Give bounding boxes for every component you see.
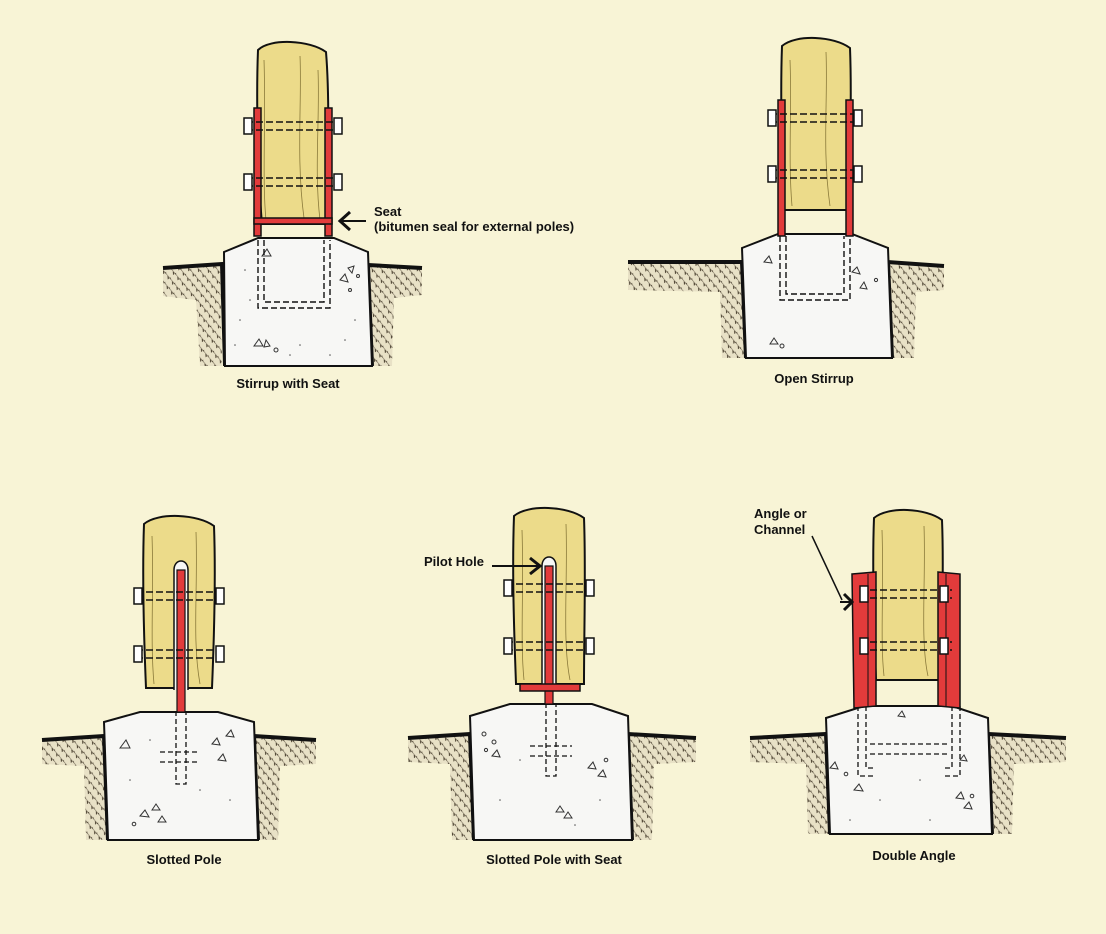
concrete-speckle [129, 739, 231, 801]
aggregate [253, 248, 360, 353]
steel-stirrup-left [777, 99, 786, 237]
aggregate [481, 731, 609, 819]
caption: Slotted Pole [146, 852, 221, 867]
embedded-stirrup [257, 240, 331, 309]
concrete-footing [824, 705, 994, 835]
concrete-speckle [849, 779, 931, 821]
steel-stirrup-right [845, 99, 854, 237]
angle-annotation: Angle or Channel [754, 506, 855, 612]
diagram-slotted-pole-with-seat: Pilot Hole Slotted Pole with Seat [407, 506, 697, 867]
seat-annotation: Seat (bitumen seal for external poles) [337, 204, 574, 234]
caption: Slotted Pole with Seat [486, 852, 622, 867]
diagram-open-stirrup: Open Stirrup [628, 36, 945, 386]
steel-angle-right [937, 571, 961, 709]
steel-seat [253, 217, 333, 225]
bolts [503, 579, 595, 655]
concrete-speckle [499, 759, 601, 826]
concrete-footing [468, 703, 634, 841]
seat-sublabel: (bitumen seal for external poles) [374, 219, 574, 234]
aggregate [119, 729, 235, 827]
concrete-speckle [234, 269, 356, 356]
caption: Open Stirrup [774, 371, 854, 386]
steel-plate [544, 565, 554, 705]
diagram-double-angle: Angle or Channel Double Angle [749, 506, 1067, 863]
steel-seat [519, 683, 581, 692]
steel-plate [176, 569, 186, 713]
timber-pole [872, 508, 944, 681]
caption: Stirrup with Seat [236, 376, 340, 391]
embedded-stirrup [779, 236, 851, 301]
caption: Double Angle [872, 848, 955, 863]
soil [162, 261, 423, 367]
diagram-stirrup-with-seat: Seat (bitumen seal for external poles) S… [162, 40, 574, 391]
concrete-footing [102, 711, 260, 841]
bolts [859, 585, 952, 655]
aggregate [829, 710, 975, 810]
embedded-angles [857, 706, 961, 777]
pilot-hole-label: Pilot Hole [424, 554, 484, 569]
seat-label: Seat [374, 204, 402, 219]
steel-stirrup-right [324, 107, 333, 237]
aggregate [763, 255, 879, 349]
bolts [243, 117, 343, 191]
timber-pole [780, 36, 852, 211]
angle-label: Angle or [754, 506, 807, 521]
diagram-slotted-pole: Slotted Pole [41, 514, 317, 867]
bolts [767, 109, 863, 183]
bolts [133, 587, 225, 663]
channel-label: Channel [754, 522, 805, 537]
concrete-footing [740, 233, 894, 359]
steel-stirrup-left [253, 107, 262, 237]
pilot-hole-annotation: Pilot Hole [424, 554, 543, 576]
